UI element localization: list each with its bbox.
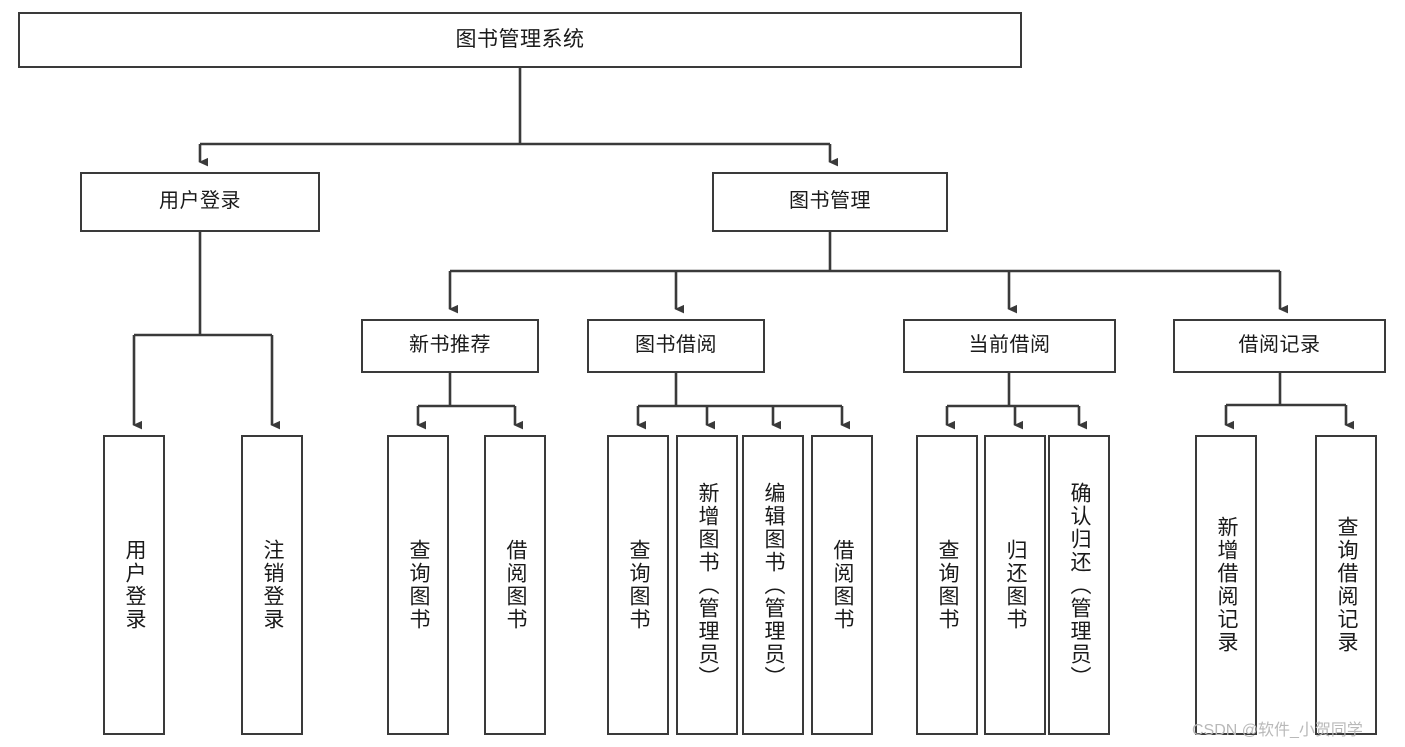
node-label: 借阅记录	[1238, 334, 1321, 357]
node-label: 借阅图书	[831, 539, 855, 631]
node-label: 确认归还（管理员）	[1068, 481, 1092, 689]
node-label: 图书管理系统	[455, 27, 585, 51]
node-leaf-query-record[interactable]: 查询借阅记录	[1315, 435, 1377, 735]
node-borrow-record[interactable]: 借阅记录	[1173, 319, 1386, 373]
node-label: 查询图书	[407, 539, 431, 631]
node-leaf-user-login[interactable]: 用户登录	[103, 435, 165, 735]
node-label: 查询图书	[936, 539, 960, 631]
node-label: 新增借阅记录	[1215, 516, 1239, 654]
node-label: 用户登录	[123, 539, 147, 631]
node-leaf-confirm-return[interactable]: 确认归还（管理员）	[1048, 435, 1110, 735]
node-leaf-add-book[interactable]: 新增图书（管理员）	[676, 435, 738, 735]
node-leaf-add-record[interactable]: 新增借阅记录	[1195, 435, 1257, 735]
node-current-borrow[interactable]: 当前借阅	[903, 319, 1116, 373]
node-book-borrow[interactable]: 图书借阅	[587, 319, 765, 373]
node-user-login[interactable]: 用户登录	[80, 172, 320, 232]
node-root[interactable]: 图书管理系统	[18, 12, 1022, 68]
node-label: 借阅图书	[504, 539, 528, 631]
node-label: 新增图书（管理员）	[696, 481, 720, 689]
node-book-manage[interactable]: 图书管理	[712, 172, 948, 232]
node-leaf-borrow-book-rec[interactable]: 借阅图书	[484, 435, 546, 735]
node-leaf-edit-book[interactable]: 编辑图书（管理员）	[742, 435, 804, 735]
node-leaf-logout-login[interactable]: 注销登录	[241, 435, 303, 735]
node-label: 注销登录	[261, 539, 285, 631]
node-label: 查询借阅记录	[1335, 516, 1359, 654]
node-label: 新书推荐	[409, 334, 491, 357]
node-label: 编辑图书（管理员）	[762, 481, 786, 689]
csdn-watermark: CSDN @软件_小贺同学	[1192, 722, 1363, 739]
node-label: 当前借阅	[968, 334, 1051, 357]
node-label: 用户登录	[159, 190, 241, 213]
node-label: 图书管理	[789, 190, 871, 213]
node-leaf-return-book[interactable]: 归还图书	[984, 435, 1046, 735]
node-leaf-borrow-book[interactable]: 借阅图书	[811, 435, 873, 735]
node-label: 查询图书	[627, 539, 651, 631]
node-new-book-rec[interactable]: 新书推荐	[361, 319, 539, 373]
node-label: 图书借阅	[635, 334, 717, 357]
node-leaf-query-book-borrow[interactable]: 查询图书	[607, 435, 669, 735]
node-leaf-query-book-rec[interactable]: 查询图书	[387, 435, 449, 735]
node-label: 归还图书	[1004, 539, 1028, 631]
node-leaf-query-book-current[interactable]: 查询图书	[916, 435, 978, 735]
